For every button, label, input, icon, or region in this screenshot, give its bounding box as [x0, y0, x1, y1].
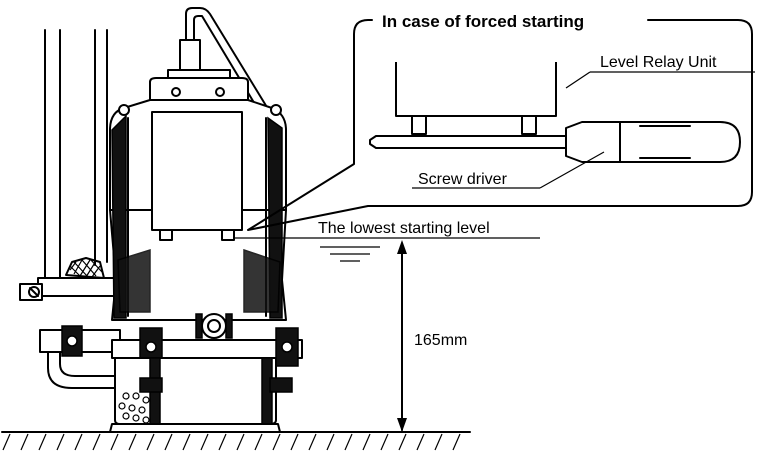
label-level-relay-unit: Level Relay Unit — [600, 54, 717, 71]
ground — [1, 431, 471, 451]
water-level — [234, 237, 540, 262]
callout-title: In case of forced starting — [382, 12, 584, 31]
ground-hatching — [2, 433, 461, 451]
label-height: 165mm — [414, 332, 467, 349]
pump-body — [109, 69, 303, 433]
screwdriver — [369, 121, 741, 163]
height-dimension — [397, 240, 407, 432]
leader-relay — [565, 71, 591, 89]
mesh-grip — [65, 257, 105, 279]
strainer-holes — [118, 392, 150, 424]
callout-box — [247, 19, 755, 231]
relay-box — [151, 111, 243, 231]
discharge-pipe — [19, 29, 121, 389]
label-lowest-starting-level: The lowest starting level — [318, 220, 490, 237]
label-screw-driver: Screw driver — [418, 171, 508, 188]
